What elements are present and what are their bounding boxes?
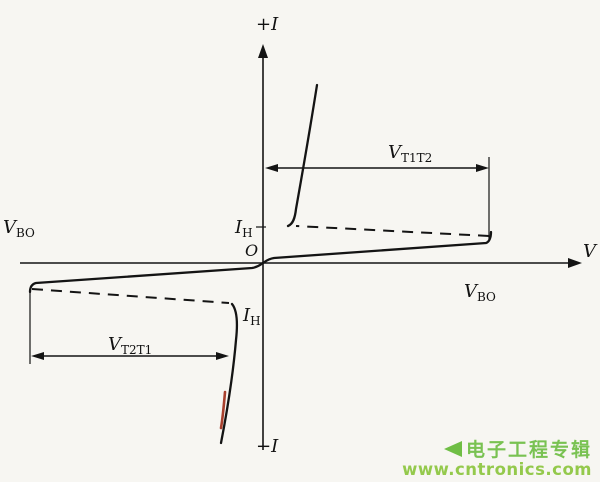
vt1t2-sub: T1T2 xyxy=(401,151,432,165)
ih-bottom-sub: H xyxy=(250,314,260,328)
vbo-left-sub: BO xyxy=(16,226,35,240)
watermark-brand: 电子工程专辑 xyxy=(466,438,592,461)
reverse-breakover-dashed-line xyxy=(31,288,230,304)
forward-breakover-dashed-line xyxy=(295,225,490,237)
reverse-off-state-curve xyxy=(28,261,265,294)
vbo-right-main: V xyxy=(464,281,479,302)
axis-label-minus-i: −I xyxy=(256,436,279,457)
forward-on-state-curve xyxy=(286,83,319,228)
vt1t2-main: V xyxy=(388,142,403,163)
vt2t1-right-arrowhead xyxy=(216,352,229,360)
vt2t1-main: V xyxy=(108,334,123,355)
ih-top-main: I xyxy=(234,217,243,238)
vt2t1-left-arrowhead xyxy=(31,352,44,360)
watermark-arrow-icon xyxy=(444,441,462,457)
current-axis-arrowhead xyxy=(258,44,268,58)
vt1t2-left-arrowhead xyxy=(265,164,278,172)
ih-top-sub: H xyxy=(242,226,252,240)
label-ih-bottom: IH xyxy=(242,305,261,328)
vbo-right-sub: BO xyxy=(477,290,496,304)
reverse-on-state-curve-red-segment xyxy=(219,390,227,430)
label-vbo-right: VBO xyxy=(464,281,496,304)
axis-label-plus-i: +I xyxy=(256,14,279,35)
origin-label: O xyxy=(245,241,258,260)
voltage-axis-arrowhead xyxy=(568,258,582,268)
vt1t2-right-arrowhead xyxy=(476,164,489,172)
axis-label-v: V xyxy=(583,241,598,262)
label-vt1t2: VT1T2 xyxy=(388,142,432,165)
forward-off-state-curve xyxy=(261,230,493,265)
label-vbo-left: VBO xyxy=(3,217,35,240)
vt2t1-sub: T2T1 xyxy=(121,343,152,357)
reverse-on-state-curve xyxy=(219,302,239,445)
vbo-left-main: V xyxy=(3,217,18,238)
label-vt2t1: VT2T1 xyxy=(108,334,152,357)
label-ih-top: IH xyxy=(234,217,253,240)
ih-bottom-main: I xyxy=(242,305,251,326)
watermark-url: www.cntronics.com xyxy=(402,460,592,479)
